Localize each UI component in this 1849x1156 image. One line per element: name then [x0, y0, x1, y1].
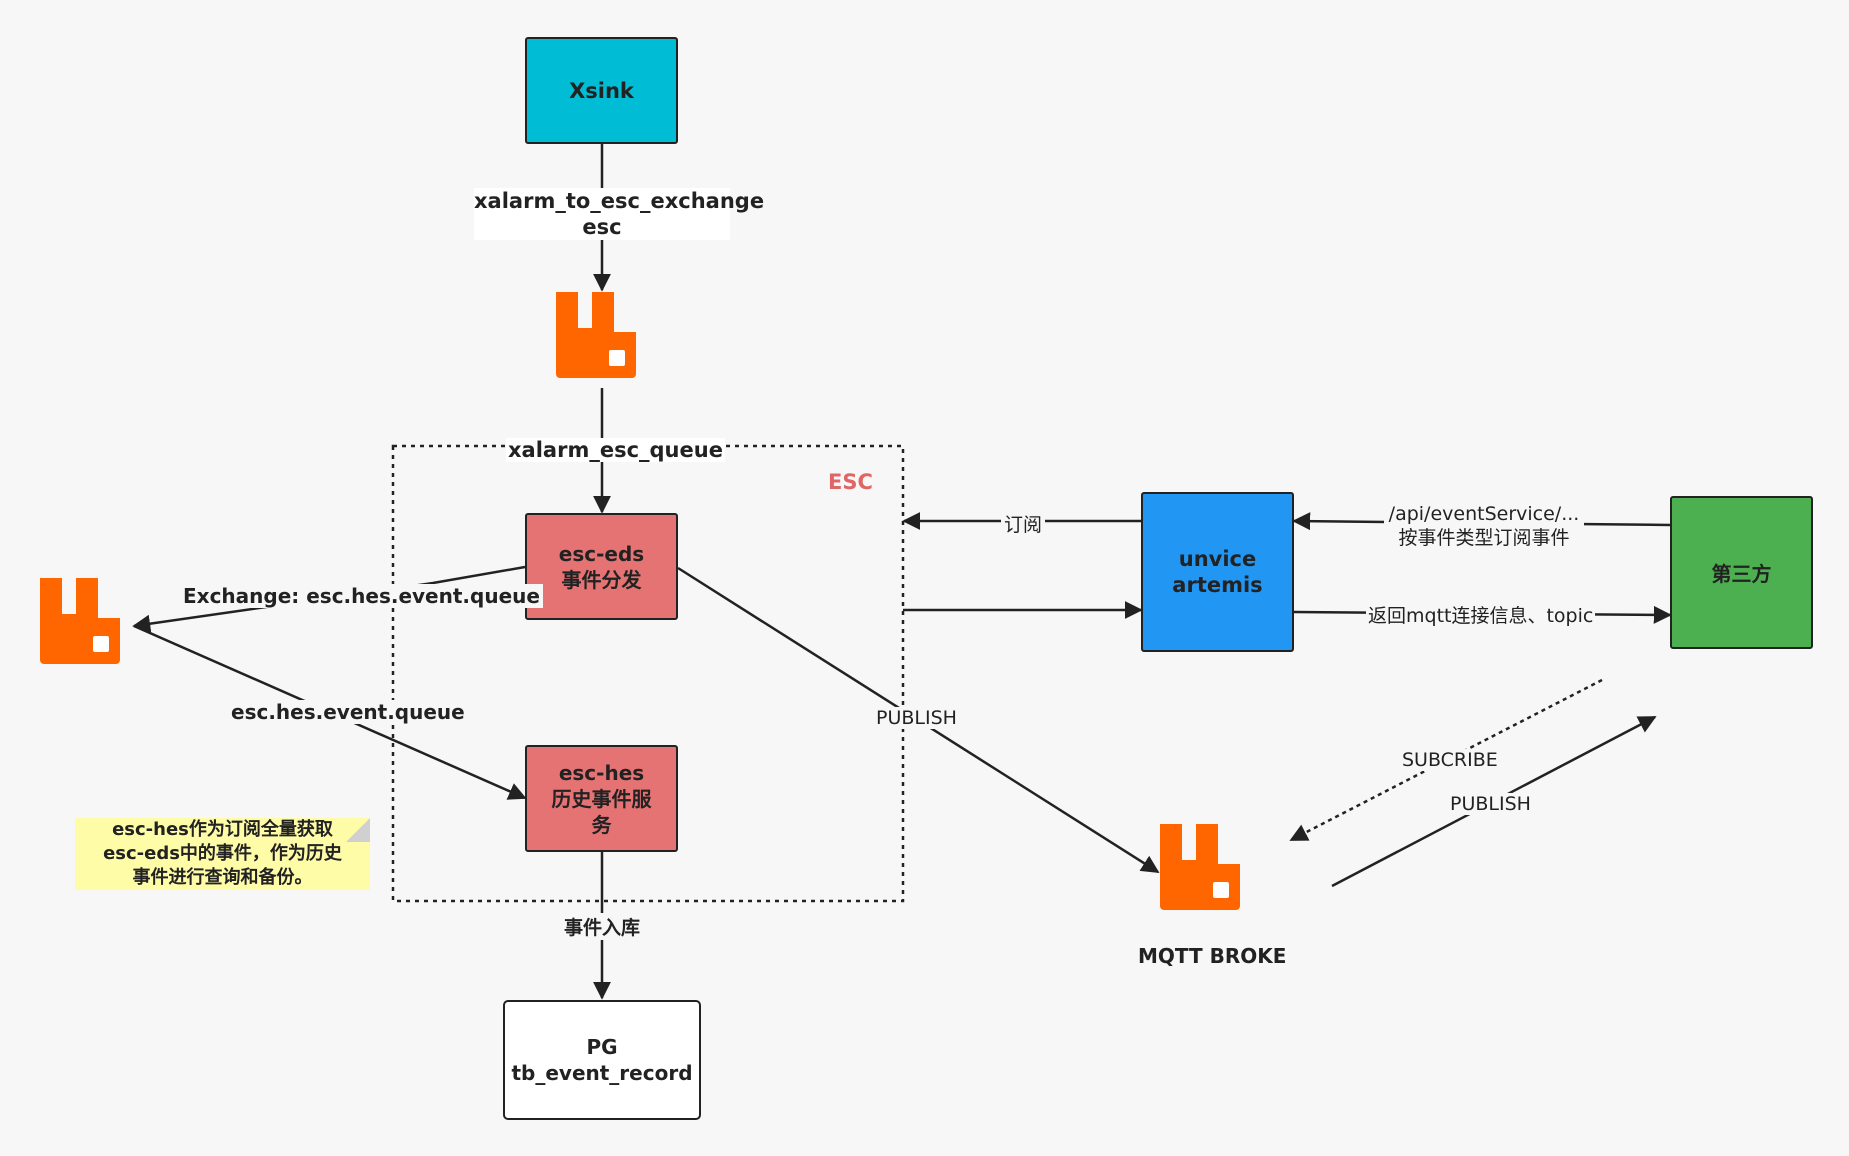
edge-label-eds-publish: PUBLISH: [874, 707, 959, 729]
edge-label-api: /api/eventService/... 按事件类型订阅事件: [1384, 502, 1584, 550]
third-party-node[interactable]: 第三方: [1670, 496, 1813, 649]
mqtt-broker-caption: MQTT BROKE: [1138, 944, 1287, 968]
rabbitmq-icon: [40, 578, 120, 664]
edge-label-hes-queue: esc.hes.event.queue: [228, 700, 468, 724]
edge-eds-to-exchange: [132, 565, 526, 633]
edge-label-hes-to-pg: 事件入库: [562, 913, 643, 940]
edge-label-queue: xalarm_esc_queue: [506, 438, 725, 462]
edge-label-subscribe-cn: 订阅: [1001, 510, 1046, 537]
xsink-node[interactable]: Xsink: [525, 37, 678, 144]
esc-eds-node[interactable]: esc-eds 事件分发: [525, 513, 678, 620]
rabbitmq-icon: [1160, 824, 1240, 910]
sticky-note: esc-hes作为订阅全量获取 esc-eds中的事件，作为历史 事件进行查询和…: [75, 818, 370, 890]
edge-label-xsink-exchange: xalarm_to_esc_exchange esc: [474, 188, 765, 240]
edge-label-return-info: 返回mqtt连接信息、topic: [1366, 601, 1596, 628]
edge-subcribe: [1289, 678, 1603, 842]
esc-hes-node[interactable]: esc-hes 历史事件服 务: [525, 745, 678, 852]
edge-label-subcribe: SUBCRIBE: [1400, 749, 1500, 771]
edge-label-hes-exchange: Exchange: esc.hes.event.queue: [180, 584, 543, 608]
unvice-artemis-node[interactable]: unvice artemis: [1141, 492, 1294, 652]
pg-node[interactable]: PG tb_event_record: [503, 1000, 701, 1120]
esc-group-label: ESC: [828, 470, 873, 494]
edge-label-third-publish: PUBLISH: [1448, 793, 1533, 815]
sticky-note-fold: [346, 818, 370, 842]
rabbitmq-icon: [556, 292, 636, 378]
